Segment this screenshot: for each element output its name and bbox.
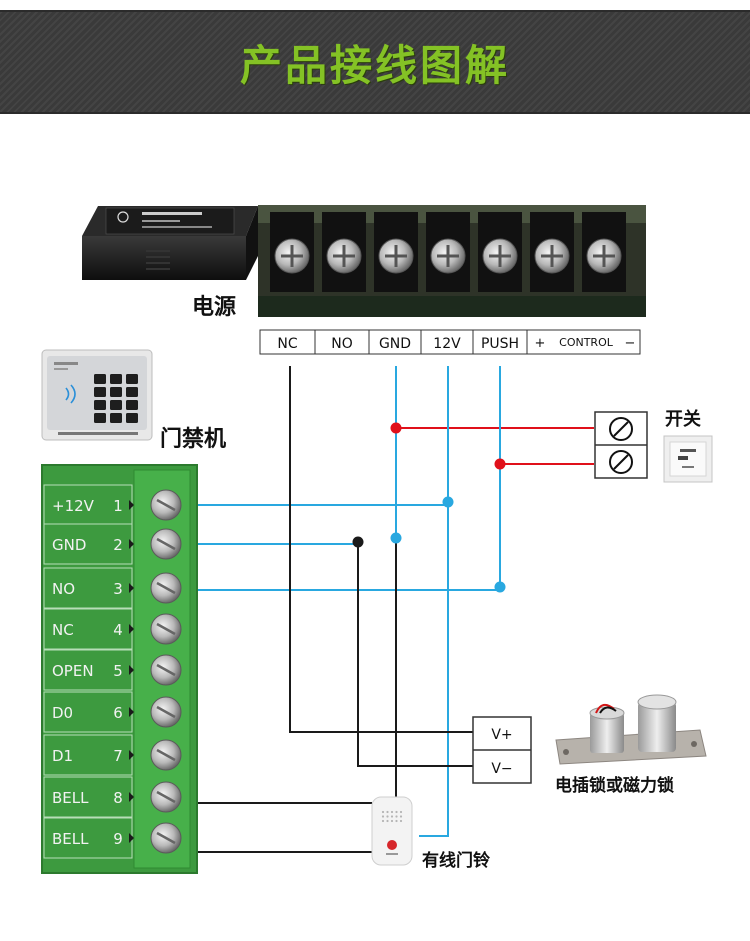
switch-terminal-screw	[609, 417, 633, 441]
controller-terminal-number: 1	[113, 497, 123, 515]
controller-terminal-frame	[43, 817, 133, 859]
wire-junction	[494, 458, 506, 470]
controller-terminal-frame	[43, 776, 133, 818]
control-minus-label: −	[625, 336, 636, 351]
controller-terminal-frame	[43, 608, 133, 650]
controller-terminal-number: 3	[113, 580, 123, 598]
control-terminal-label: + CONTROL −	[526, 329, 641, 355]
wire-junction	[390, 422, 402, 434]
lock-label: 电插锁或磁力锁	[555, 775, 674, 796]
header-banner: 产品接线图解	[0, 10, 750, 114]
controller-terminal-name: BELL	[52, 789, 89, 807]
wire-junction	[442, 496, 454, 508]
access-keypad-image	[41, 349, 153, 441]
controller-terminal-number: 7	[113, 747, 123, 765]
exit-switch-label: 开关	[665, 408, 701, 430]
wire-junction	[352, 536, 364, 548]
lock-vplus-label: V+	[491, 727, 512, 743]
lock-vminus-label: V−	[491, 761, 512, 777]
power-supply-image	[82, 206, 258, 280]
controller-terminal-number: 2	[113, 536, 123, 554]
controller-terminal-number: 6	[113, 704, 123, 722]
wire	[357, 544, 473, 767]
controller-terminal-number: 9	[113, 830, 123, 848]
electric-lock-image	[555, 694, 707, 765]
controller-terminal-name: BELL	[52, 830, 89, 848]
wires	[198, 366, 594, 853]
exit-button-image	[663, 435, 713, 483]
page-title: 产品接线图解	[239, 40, 510, 90]
switch-terminal-box	[594, 411, 648, 479]
controller-terminal-frame	[43, 523, 133, 565]
controller-terminal-frame	[43, 691, 133, 733]
controller-terminal-name: GND	[52, 536, 86, 554]
power-terminal-label: NC	[277, 336, 297, 352]
doorbell-image	[371, 796, 413, 866]
wire	[289, 366, 473, 733]
lock-terminal-box: V+ V−	[472, 716, 532, 784]
power-supply-label: 电源	[192, 295, 236, 320]
wire	[419, 366, 449, 837]
control-plus-label: +	[535, 336, 546, 351]
doorbell-label: 有线门铃	[422, 850, 490, 871]
controller-terminal-name: D0	[52, 704, 73, 722]
control-label: CONTROL	[559, 336, 614, 349]
power-terminal-label: NO	[331, 336, 353, 352]
power-terminal-block	[258, 205, 646, 317]
controller-terminal-number: 5	[113, 662, 123, 680]
controller-terminal-name: D1	[52, 747, 73, 765]
wire-junction	[494, 581, 506, 593]
controller-terminal-name: NO	[52, 580, 75, 598]
controller-terminal-number: 4	[113, 621, 123, 639]
controller-terminal-frame	[43, 649, 133, 691]
power-terminal-label: GND	[379, 336, 411, 352]
controller-terminal-name: OPEN	[52, 662, 94, 680]
controller-terminal-number: 8	[113, 789, 123, 807]
switch-terminal-screw	[609, 450, 633, 474]
wire-junction	[390, 532, 402, 544]
controller-terminal-name: +12V	[52, 497, 95, 515]
power-terminal-label: 12V	[433, 336, 461, 352]
access-controller-label: 门禁机	[160, 426, 226, 452]
controller-terminal-name: NC	[52, 621, 74, 639]
power-terminal-labels: NC NO GND 12V PUSH	[259, 329, 528, 355]
power-terminal-label: PUSH	[481, 336, 519, 352]
